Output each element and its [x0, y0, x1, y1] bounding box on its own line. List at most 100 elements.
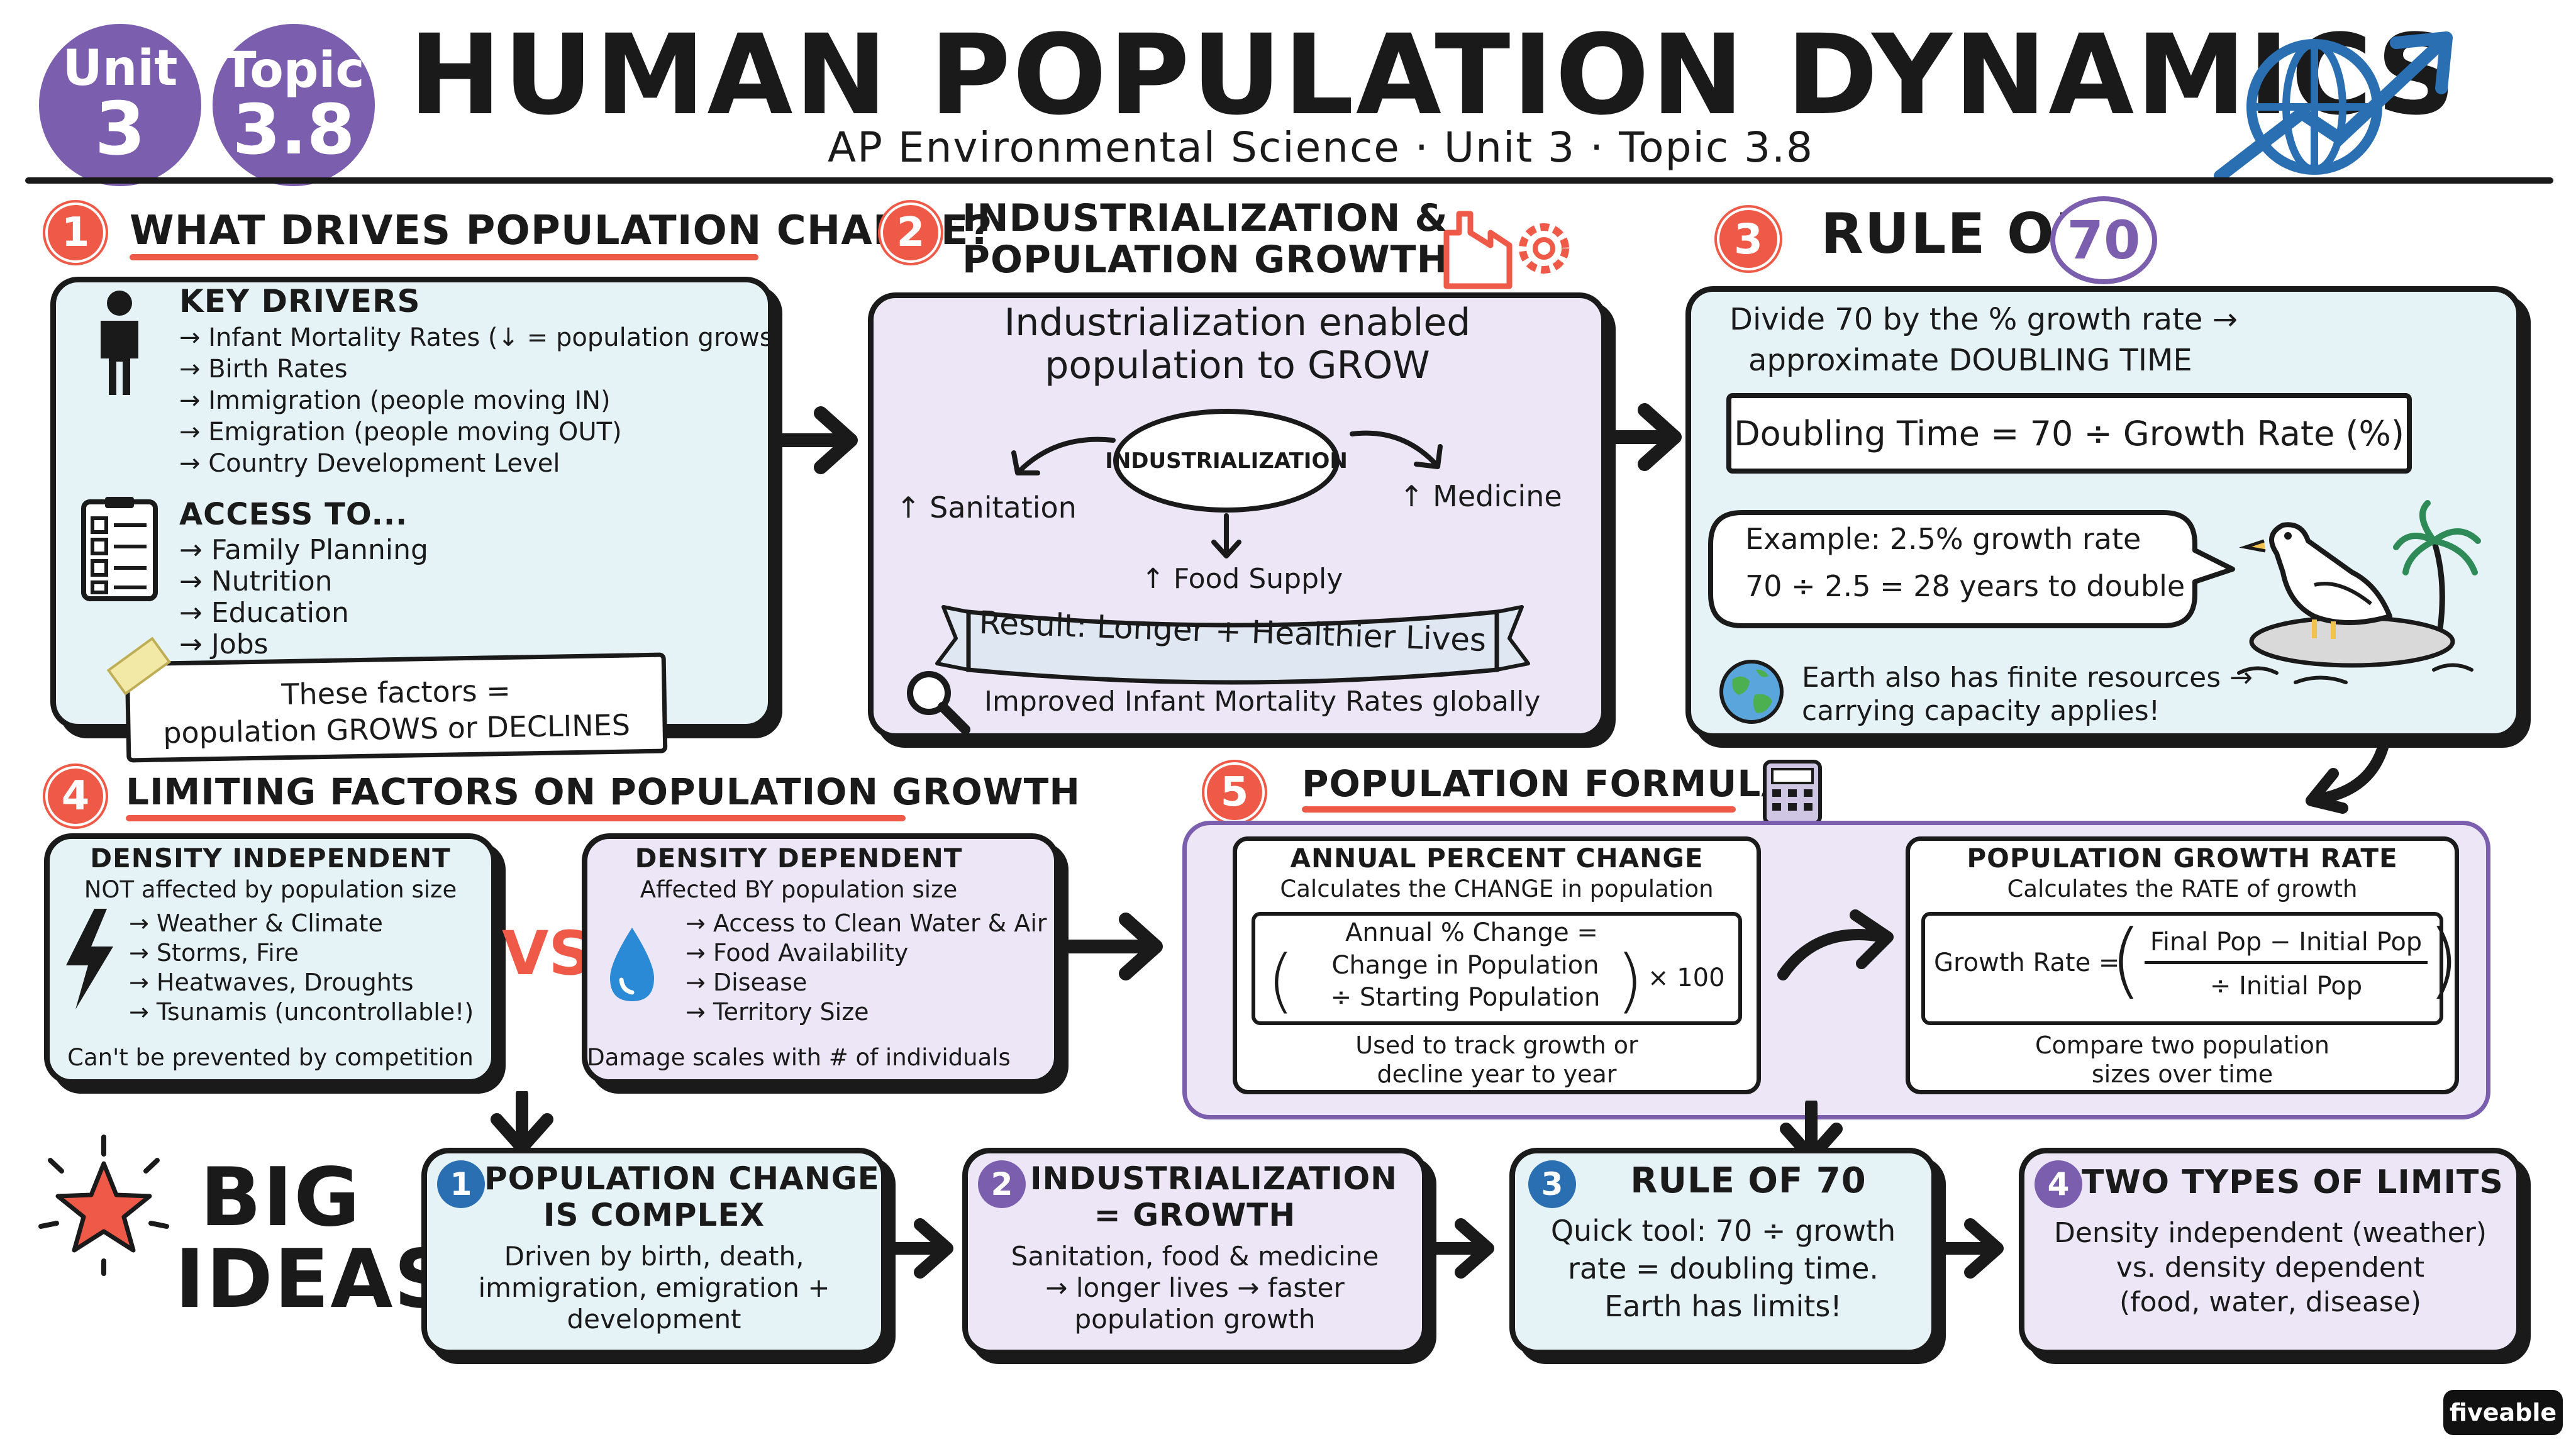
- section-2-footer: Improved Infant Mortality Rates globally: [984, 686, 1541, 718]
- big-idea-card-3: [1509, 1148, 1937, 1355]
- arrow-down-icon: [2306, 740, 2389, 814]
- big-idea-1-body-2: immigration, emigration +: [478, 1272, 830, 1303]
- arrow-right-icon: [1063, 913, 1163, 980]
- factors-note-line-2: population GROWS or DECLINES: [162, 708, 631, 750]
- density-dependent-list: → Access to Clean Water & Air → Food Ava…: [686, 909, 1047, 1027]
- key-drivers-title: KEY DRIVERS: [179, 283, 421, 319]
- page-title: HUMAN POPULATION DYNAMICS: [409, 11, 2458, 140]
- apc-formula-open-paren: (: [1267, 940, 1294, 1021]
- arrow-right-icon: [777, 406, 858, 474]
- big-idea-1-number: 1: [437, 1160, 485, 1208]
- globe-growth-icon: [2214, 31, 2453, 182]
- annual-percent-change-subtitle: Calculates the CHANGE in population: [1280, 875, 1714, 902]
- key-driver-item: → Immigration (people moving IN): [179, 386, 611, 415]
- pgr-formula-denominator: ÷ Initial Pop: [2209, 972, 2363, 1001]
- section-2-title-line-1: INDUSTRIALIZATION &: [962, 196, 1448, 240]
- density-dependent-footer: Damage scales with # of individuals: [587, 1044, 1011, 1071]
- access-item: → Education: [179, 597, 349, 629]
- access-item: → Jobs: [179, 628, 269, 660]
- factory-gear-icon: [1443, 211, 1569, 289]
- access-to-list: → Family Planning → Nutrition → Educatio…: [179, 535, 428, 660]
- industrialization-oval: INDUSTRIALIZATION: [1105, 409, 1348, 513]
- density-independent-box: [44, 833, 497, 1085]
- magnifier-icon: [907, 671, 970, 735]
- curved-arrow-icon: [1777, 909, 1894, 980]
- section-2-number: 2: [880, 203, 941, 263]
- access-item: → Family Planning: [179, 534, 428, 566]
- annual-percent-change-card: [1233, 836, 1761, 1094]
- density-dependent-title: DENSITY DEPENDENT: [635, 843, 963, 874]
- pgr-fraction-bar: [2145, 961, 2428, 964]
- access-item: → Nutrition: [179, 565, 333, 597]
- lightning-icon: [66, 909, 113, 1009]
- medicine-label: ↑ Medicine: [1399, 479, 1562, 513]
- pgr-formula-close-paren: ): [2428, 912, 2460, 1008]
- section-4-title-underline: [126, 815, 906, 821]
- doubling-time-formula: Doubling Time = 70 ÷ Growth Rate (%): [1734, 413, 2404, 453]
- pgr-formula-numerator: Final Pop − Initial Pop: [2150, 928, 2423, 957]
- big-idea-2-body-1: Sanitation, food & medicine: [1011, 1241, 1379, 1272]
- rule-70-intro-2: approximate DOUBLING TIME: [1748, 343, 2192, 378]
- section-2-title-line-2: POPULATION GROWTH: [962, 238, 1449, 282]
- population-growth-rate-card: [1906, 836, 2459, 1094]
- big-idea-3-body-2: rate = doubling time.: [1567, 1252, 1879, 1285]
- big-idea-1-title-2: IS COMPLEX: [543, 1197, 765, 1233]
- arrow-down-icon: [491, 1091, 553, 1154]
- versus-label: VS: [502, 918, 592, 989]
- section-1-number: 1: [45, 203, 106, 263]
- density-independent-footer: Can't be prevented by competition: [67, 1044, 474, 1071]
- density-independent-item: → Weather & Climate: [129, 909, 383, 937]
- fiveable-logo-text: fiveable: [2449, 1399, 2557, 1426]
- big-idea-2-body-3: population growth: [1074, 1304, 1316, 1335]
- annual-percent-change-footer-1: Used to track growth or: [1355, 1031, 1638, 1059]
- result-banner: [935, 605, 1530, 685]
- big-idea-3-number: 3: [1528, 1160, 1576, 1208]
- topic-number: 3.8: [232, 89, 355, 170]
- section-3-number: 3: [1717, 208, 1780, 270]
- industrialization-arrows: [1011, 430, 1443, 558]
- header-divider: [25, 177, 2553, 184]
- arrow-right-icon: [892, 1218, 953, 1279]
- arrow-right-icon: [1942, 1218, 2004, 1279]
- density-dependent-item: → Food Availability: [686, 939, 909, 967]
- big-idea-card-4: [2019, 1148, 2522, 1355]
- annual-percent-change-title: ANNUAL PERCENT CHANGE: [1290, 843, 1704, 874]
- density-independent-item: → Tsunamis (uncontrollable!): [129, 998, 474, 1026]
- section-1-title-underline: [130, 254, 758, 260]
- fiveable-logo: fiveable: [2443, 1390, 2563, 1435]
- section-4-title: LIMITING FACTORS ON POPULATION GROWTH: [126, 770, 1080, 813]
- big-idea-2-title-1: INDUSTRIALIZATION: [1030, 1160, 1398, 1197]
- section-3-title: RULE OF: [1821, 201, 2094, 266]
- density-independent-item: → Storms, Fire: [129, 939, 299, 967]
- sanitation-label: ↑ Sanitation: [896, 491, 1077, 525]
- density-dependent-box: [582, 833, 1060, 1085]
- industrialization-oval-label: INDUSTRIALIZATION: [1105, 448, 1348, 474]
- density-independent-title: DENSITY INDEPENDENT: [90, 843, 451, 874]
- section-1-title: WHAT DRIVES POPULATION CHANGE?: [130, 208, 993, 254]
- big-idea-card-1: [421, 1148, 887, 1355]
- density-dependent-item: → Territory Size: [686, 998, 869, 1026]
- apc-formula-lhs: Annual % Change =: [1345, 918, 1598, 947]
- star-burst-icon: [38, 1135, 169, 1276]
- big-idea-1-title-1: POPULATION CHANGE: [484, 1160, 880, 1197]
- rule-70-intro-1: Divide 70 by the % growth rate →: [1729, 302, 2238, 337]
- apc-formula-close-paren: ): [1616, 940, 1643, 1021]
- key-drivers-list: → Infant Mortality Rates (↓ = population…: [179, 322, 782, 479]
- population-growth-rate-footer-2: sizes over time: [2091, 1060, 2273, 1088]
- key-driver-item: → Birth Rates: [179, 355, 348, 384]
- annual-percent-change-formula-box: [1252, 912, 1742, 1025]
- topic-badge: Topic 3.8: [213, 24, 375, 186]
- annual-percent-change-footer-2: decline year to year: [1377, 1060, 1617, 1088]
- population-growth-rate-title: POPULATION GROWTH RATE: [1967, 843, 2398, 874]
- density-dependent-subtitle: Affected BY population size: [640, 876, 958, 903]
- big-idea-1-body-1: Driven by birth, death,: [504, 1241, 804, 1272]
- earth-icon: [1719, 660, 1784, 724]
- section-5-title-underline: [1302, 806, 1736, 813]
- big-idea-card-2: [962, 1148, 1428, 1355]
- population-growth-rate-subtitle: Calculates the RATE of growth: [2007, 875, 2358, 902]
- density-dependent-item: → Disease: [686, 969, 808, 996]
- big-idea-4-body-2: vs. density dependent: [2116, 1252, 2425, 1284]
- key-driver-item: → Infant Mortality Rates (↓ = population…: [179, 323, 783, 352]
- doubling-time-formula-box: Doubling Time = 70 ÷ Growth Rate (%): [1726, 393, 2412, 474]
- unit-label: Unit: [62, 40, 178, 97]
